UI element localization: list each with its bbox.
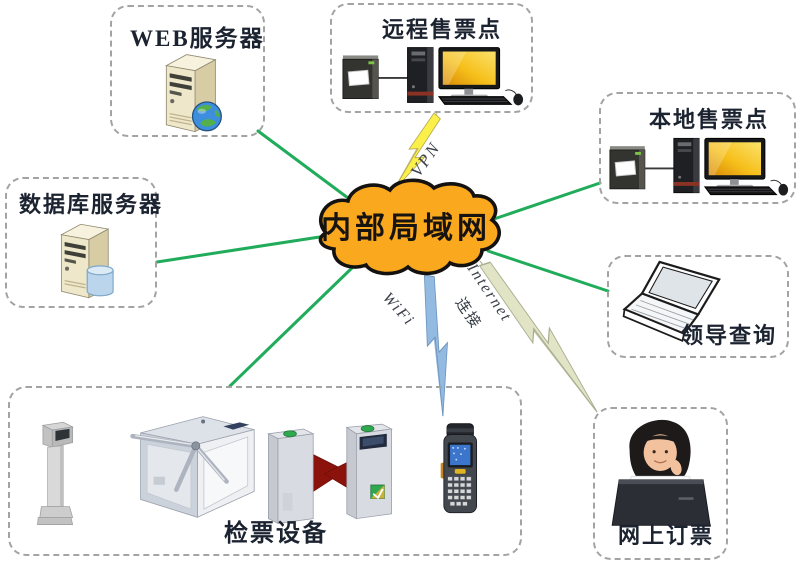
keyboard-icon (703, 186, 778, 196)
node-web-server: WEB服务器 (110, 5, 265, 137)
database-server-icon (60, 223, 114, 299)
flap-gate-icon (267, 423, 393, 525)
local-ticket-label: 本地售票点 (649, 107, 770, 132)
globe-icon (191, 101, 222, 132)
keyboard-icon (437, 96, 513, 105)
handheld-scanner-icon (440, 423, 478, 514)
database-cylinder-icon (86, 265, 114, 297)
monitor-icon (438, 47, 501, 99)
validator-pedestal-icon (37, 421, 74, 525)
node-online-booking: 网上订票 (593, 407, 728, 560)
desktop-tower-icon (673, 137, 700, 194)
lan-line-web (256, 129, 350, 200)
person-with-laptop-icon (611, 419, 711, 526)
remote-ticket-label: 远程售票点 (382, 17, 503, 42)
desktop-tower-icon (407, 47, 434, 103)
cloud-label: 内部局域网 (321, 211, 491, 245)
ticket-workstation-icon (342, 47, 524, 106)
wifi-link-label: WiFi (379, 289, 418, 329)
laptop-icon (622, 260, 721, 343)
lan-line-gate (228, 264, 356, 388)
lan-line-local-ticket (492, 181, 602, 221)
printer-icon (609, 146, 646, 190)
mouse-icon (505, 89, 524, 106)
node-gate-equipment: 检票设备 (8, 386, 522, 556)
lan-line-leader (486, 249, 610, 293)
database-server-label: 数据库服务器 (19, 192, 164, 217)
online-booking-label: 网上订票 (618, 523, 715, 548)
monitor-icon (704, 137, 766, 189)
ticket-workstation-icon (609, 137, 789, 196)
web-server-label: WEB服务器 (130, 26, 265, 51)
lan-line-database (155, 234, 328, 264)
gate-equipment-label: 检票设备 (224, 521, 328, 547)
mouse-icon (770, 179, 789, 196)
leader-query-label: 领导查询 (680, 323, 777, 348)
tripod-turnstile-icon (130, 416, 255, 518)
node-database-server: 数据库服务器 (5, 177, 161, 308)
node-local-ticket: 本地售票点 (599, 92, 796, 204)
server-icon (165, 54, 222, 133)
printer-icon (342, 55, 379, 100)
internet-link-label-zh: 连接 (452, 295, 485, 333)
node-remote-ticket: 远程售票点 (330, 3, 533, 113)
cloud-shape-icon (318, 178, 501, 276)
lan-cloud: 内部局域网 (318, 178, 501, 276)
node-leader-query: 领导查询 (607, 255, 789, 358)
